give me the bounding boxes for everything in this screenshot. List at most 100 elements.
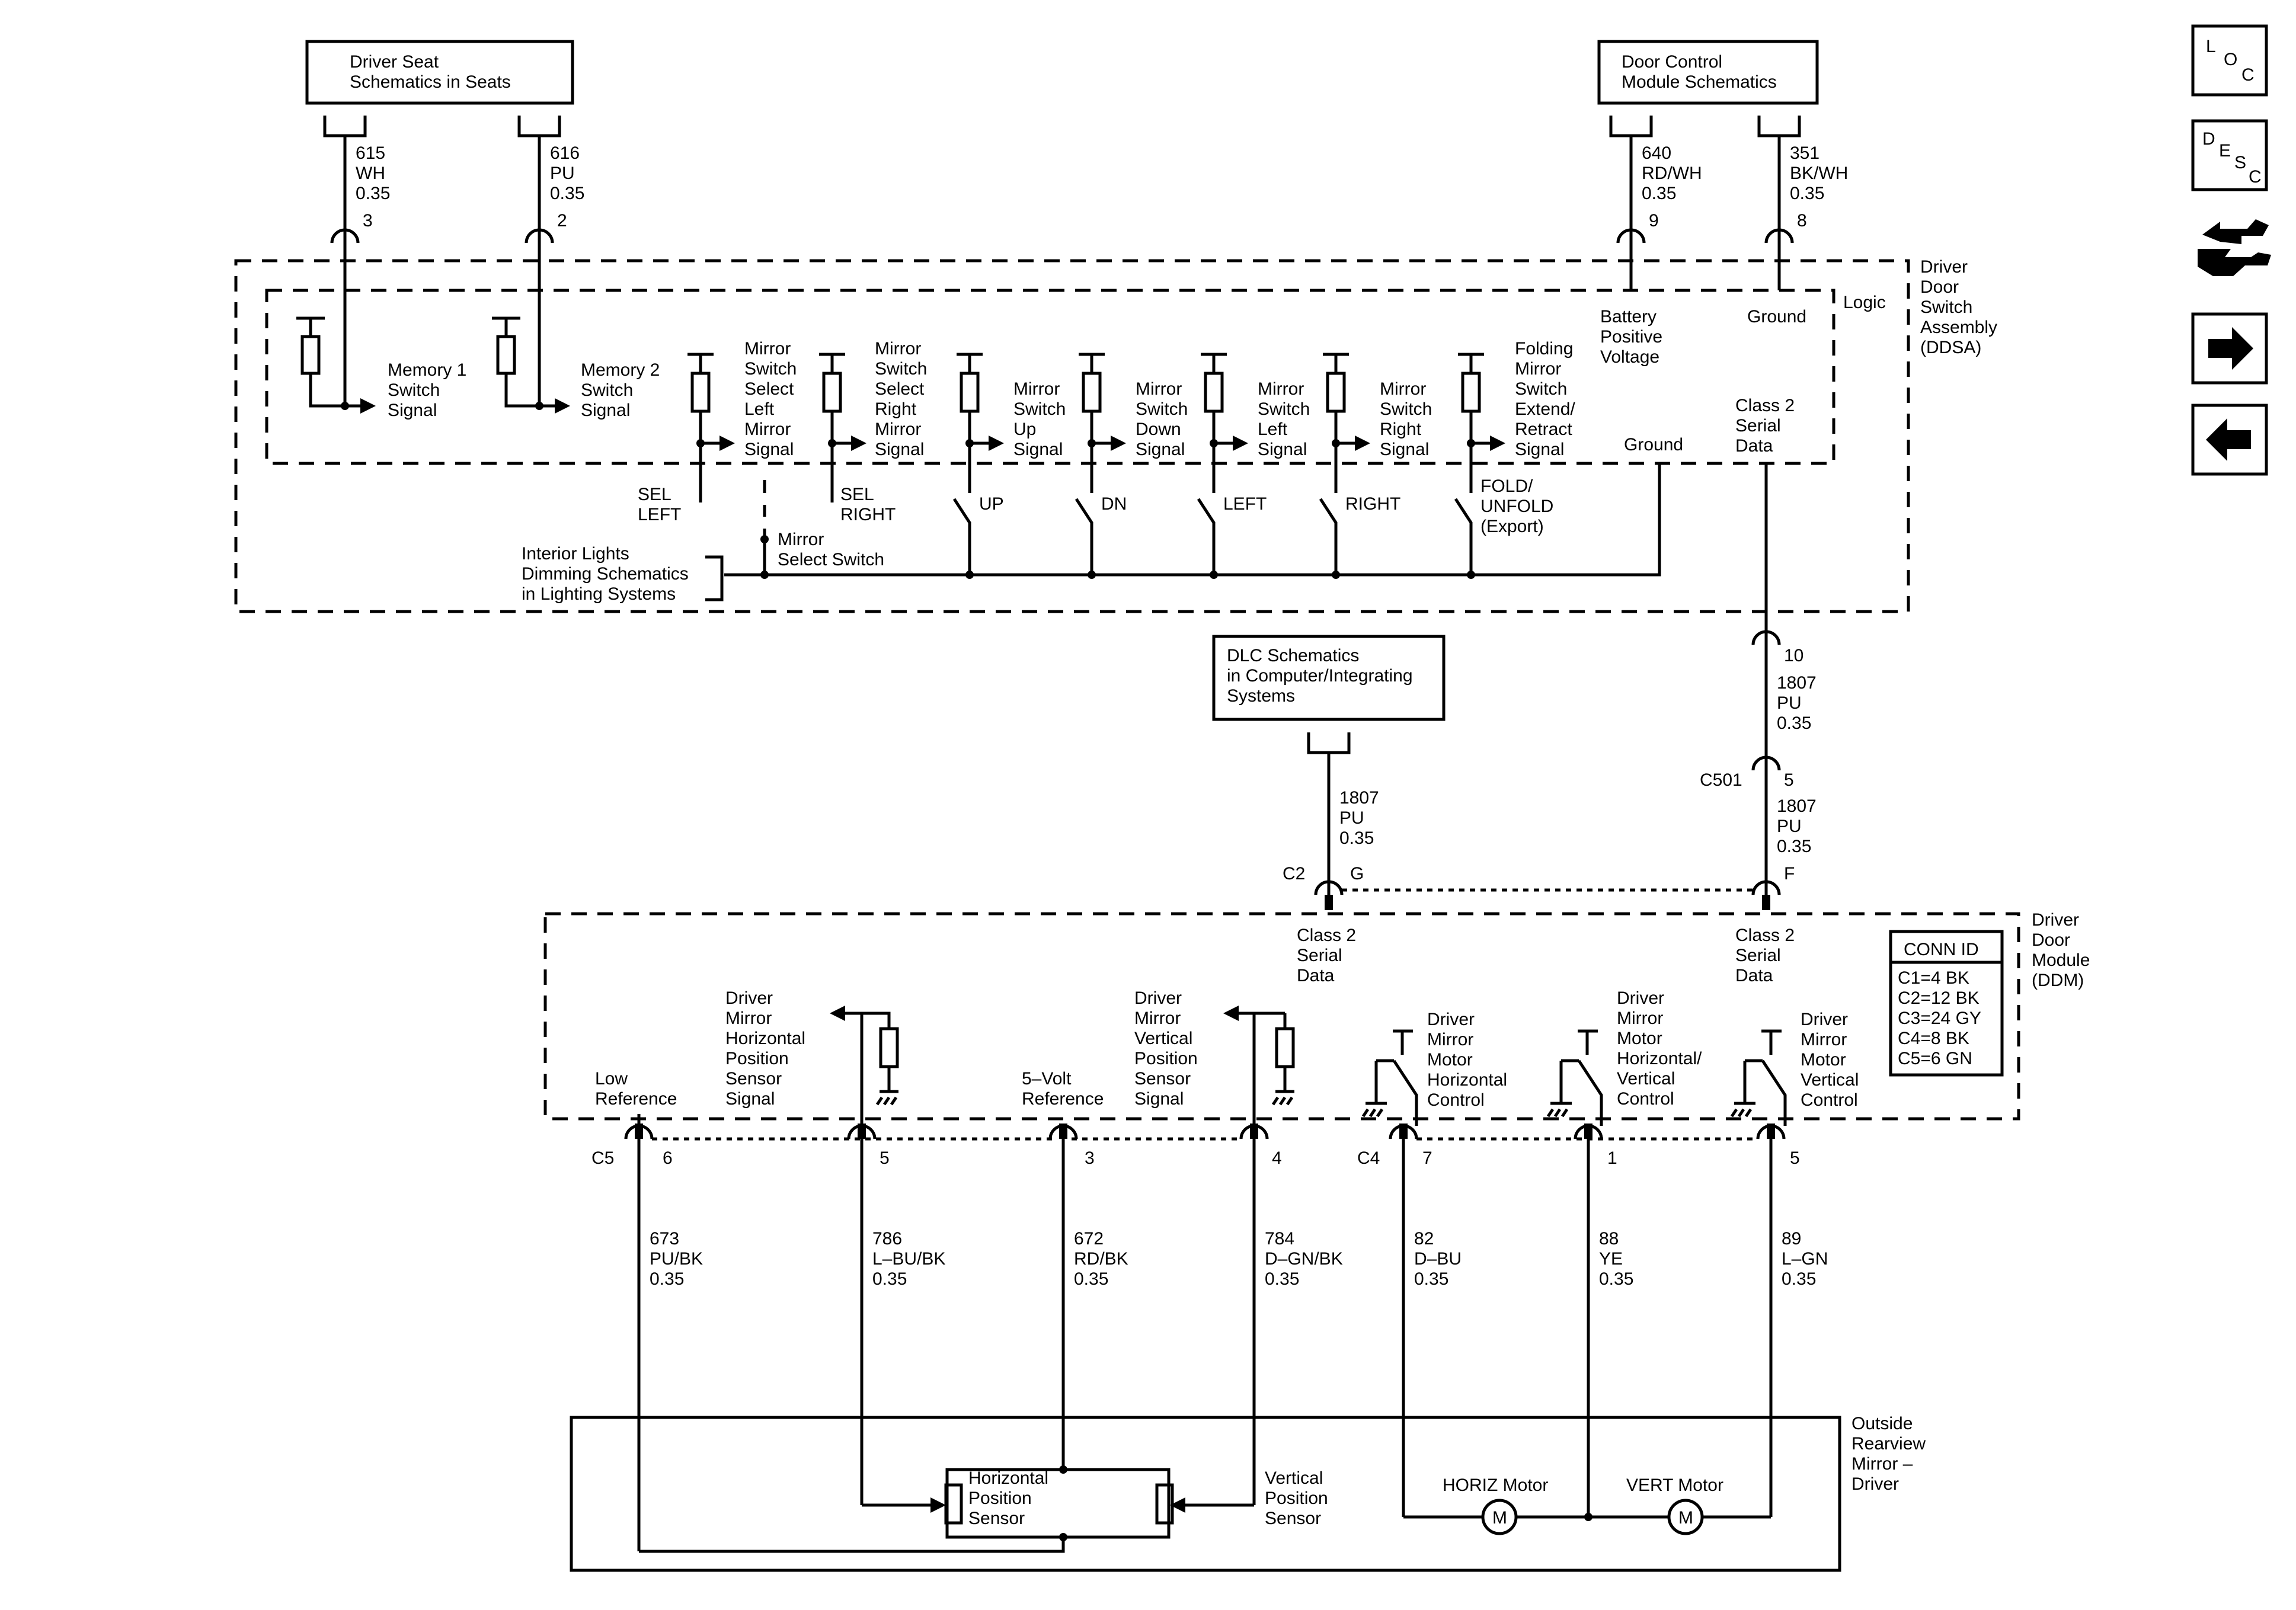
svg-text:Signal: Signal — [1134, 1089, 1184, 1109]
svg-text:0.35: 0.35 — [1782, 1269, 1816, 1289]
arrow-left-icon[interactable] — [2191, 404, 2268, 476]
svg-text:FOLD/: FOLD/ — [1480, 476, 1533, 496]
memory1-circuit: Memory 1 Switch Signal — [296, 316, 466, 420]
left-circuit — [1201, 353, 1248, 493]
up-circuit — [957, 353, 1004, 493]
relay-hv — [1546, 1029, 1603, 1126]
svg-text:Class 2: Class 2 — [1297, 926, 1356, 945]
svg-text:DN: DN — [1101, 494, 1127, 514]
svg-text:Positive: Positive — [1600, 327, 1662, 347]
svg-text:Mirror: Mirror — [1380, 379, 1426, 399]
svg-text:Switch: Switch — [1380, 399, 1432, 419]
svg-text:89: 89 — [1782, 1229, 1801, 1249]
svg-text:Schematics in Seats: Schematics in Seats — [350, 72, 511, 92]
wire-616: 616 PU 0.35 2 — [550, 143, 584, 231]
svg-text:UP: UP — [979, 494, 1004, 514]
svg-text:Switch: Switch — [1136, 399, 1188, 419]
dlc-wire-labels: 1807 PU 0.35 C2 G — [1283, 788, 1379, 884]
loc-icon[interactable]: L O C — [2191, 24, 2268, 97]
svg-text:RD/WH: RD/WH — [1642, 164, 1702, 183]
low-reference-label: Low Reference — [595, 1069, 677, 1109]
motor-hv-label: Driver Mirror Motor Horizontal/ Vertical… — [1617, 988, 1702, 1109]
svg-text:Switch: Switch — [1013, 399, 1066, 419]
svg-text:1807: 1807 — [1339, 788, 1379, 808]
svg-text:Folding: Folding — [1515, 339, 1573, 359]
sel-right-circuit — [819, 353, 866, 502]
svg-text:0.35: 0.35 — [1265, 1269, 1299, 1289]
svg-text:Outside: Outside — [1851, 1414, 1913, 1433]
svg-text:0.35: 0.35 — [1777, 837, 1811, 856]
svg-text:Driver: Driver — [1920, 257, 1968, 277]
svg-text:Module: Module — [2032, 950, 2090, 970]
svg-text:Memory 2: Memory 2 — [581, 360, 660, 380]
horiz-sensor-circuit — [830, 1006, 899, 1126]
svg-text:Sensor: Sensor — [1265, 1509, 1321, 1528]
svg-text:0.35: 0.35 — [550, 184, 584, 203]
svg-text:786: 786 — [872, 1229, 902, 1249]
svg-text:Mirror: Mirror — [1013, 379, 1060, 399]
svg-text:Signal: Signal — [1013, 440, 1063, 459]
svg-text:Mirror: Mirror — [875, 339, 921, 359]
svg-text:2: 2 — [557, 211, 567, 231]
ground-top-label: Ground — [1747, 307, 1806, 327]
svg-text:0.35: 0.35 — [872, 1269, 907, 1289]
connector-icon[interactable] — [2198, 219, 2271, 276]
svg-text:RD/BK: RD/BK — [1074, 1249, 1128, 1269]
desc-icon[interactable]: D E S C — [2191, 119, 2268, 191]
svg-text:Driver: Driver — [1427, 1010, 1475, 1029]
svg-text:3: 3 — [1085, 1148, 1095, 1168]
svg-text:Position: Position — [968, 1489, 1032, 1508]
switch-contacts — [705, 243, 1781, 895]
svg-text:Signal: Signal — [1258, 440, 1307, 459]
svg-text:Class 2: Class 2 — [1735, 396, 1795, 415]
ref-dlc[interactable]: DLC Schematics in Computer/Integrating S… — [1212, 635, 1446, 721]
svg-text:672: 672 — [1074, 1229, 1104, 1249]
svg-text:Motor: Motor — [1617, 1029, 1662, 1048]
svg-text:PU: PU — [550, 164, 575, 183]
bottom-wires — [637, 1139, 1773, 1551]
wire-640: 640 RD/WH 0.35 9 — [1642, 143, 1702, 231]
top-connectors — [330, 228, 1794, 244]
svg-text:Assembly: Assembly — [1920, 318, 1997, 337]
svg-text:Mirror: Mirror — [1258, 379, 1304, 399]
svg-text:VERT Motor: VERT Motor — [1626, 1475, 1723, 1495]
svg-text:Horizontal: Horizontal — [968, 1468, 1048, 1488]
svg-text:Mirror: Mirror — [778, 530, 824, 549]
svg-text:Signal: Signal — [744, 440, 794, 459]
ref-door-control[interactable]: Door Control Module Schematics — [1597, 40, 1819, 105]
svg-text:C5=6 GN: C5=6 GN — [1898, 1049, 1972, 1068]
ddm-label: Driver Door Module (DDM) — [2032, 910, 2090, 990]
svg-text:0.35: 0.35 — [1642, 184, 1676, 203]
svg-text:88: 88 — [1599, 1229, 1619, 1249]
svg-text:Select: Select — [875, 379, 925, 399]
svg-text:Left: Left — [744, 399, 775, 419]
svg-text:1: 1 — [1607, 1148, 1617, 1168]
ddsa-outline — [234, 259, 1910, 613]
svg-text:(Export): (Export) — [1480, 517, 1544, 536]
svg-text:Reference: Reference — [1022, 1089, 1104, 1109]
svg-text:6: 6 — [663, 1148, 673, 1168]
ref-seats[interactable]: Driver Seat Schematics in Seats — [305, 40, 574, 105]
svg-text:7: 7 — [1422, 1148, 1432, 1168]
logic-outline — [265, 289, 1835, 465]
svg-text:Vertical: Vertical — [1617, 1069, 1675, 1089]
svg-text:Select Switch: Select Switch — [778, 550, 884, 569]
svg-text:Switch: Switch — [1515, 379, 1567, 399]
svg-text:Driver Seat: Driver Seat — [350, 52, 439, 72]
svg-text:Position: Position — [725, 1049, 789, 1068]
arrow-right-icon[interactable] — [2191, 312, 2268, 385]
svg-text:5: 5 — [880, 1148, 890, 1168]
svg-text:640: 640 — [1642, 143, 1671, 163]
svg-text:Motor: Motor — [1801, 1050, 1846, 1070]
svg-text:O: O — [2224, 50, 2237, 69]
svg-text:L–BU/BK: L–BU/BK — [872, 1249, 945, 1269]
svg-text:Mirror: Mirror — [744, 420, 791, 439]
svg-text:YE: YE — [1599, 1249, 1623, 1269]
ref-interior-lights[interactable]: Interior Lights Dimming Schematics in Li… — [522, 544, 689, 604]
svg-text:0.35: 0.35 — [356, 184, 390, 203]
svg-text:Switch: Switch — [388, 380, 440, 400]
battery-positive-label: Battery Positive Voltage — [1600, 307, 1662, 367]
svg-text:Mirror: Mirror — [875, 420, 921, 439]
svg-text:Mirror: Mirror — [744, 339, 791, 359]
svg-text:4: 4 — [1272, 1148, 1282, 1168]
